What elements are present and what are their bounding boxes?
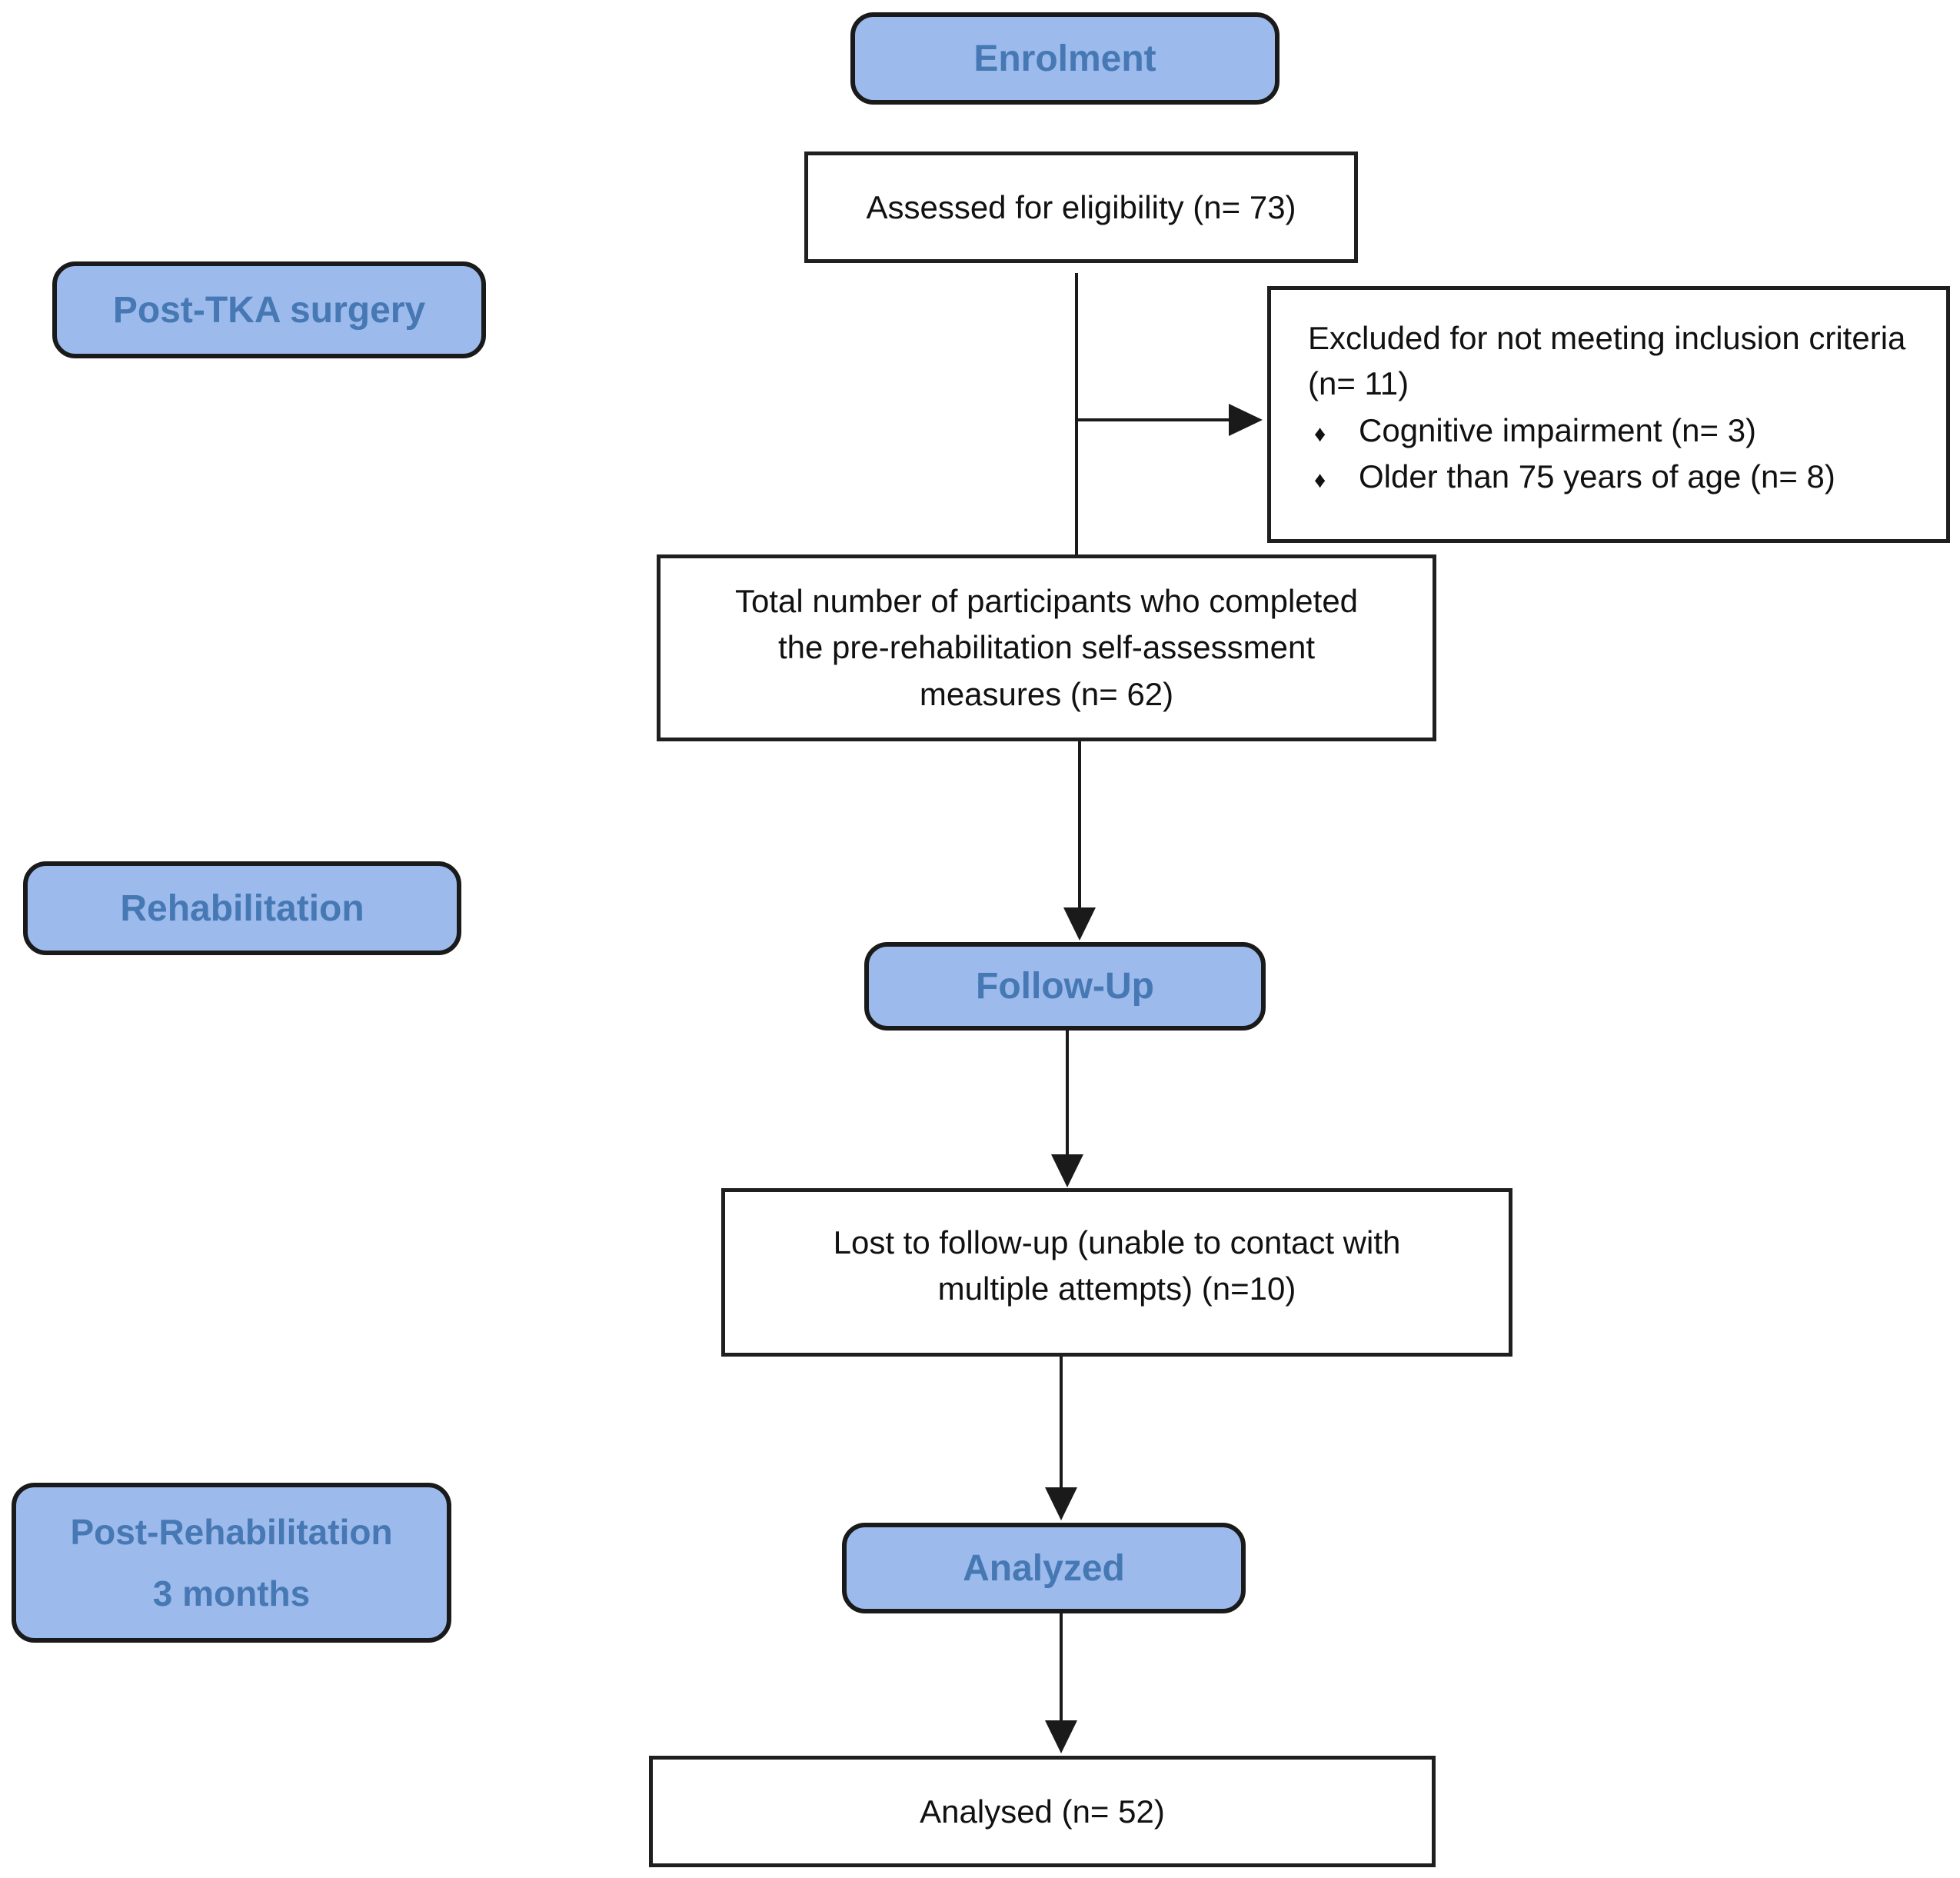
total-line-1: Total number of participants who complet… xyxy=(734,583,1359,620)
box-total-completed: Total number of participants who complet… xyxy=(657,554,1436,741)
stage-post-tka-surgery-label: Post-TKA surgery xyxy=(112,289,426,331)
excluded-item-cognitive: Cognitive impairment (n= 3) xyxy=(1359,411,1757,448)
stage-post-rehabilitation: Post-Rehabilitation 3 months xyxy=(12,1483,451,1643)
arrowhead-into-lost xyxy=(1051,1154,1083,1187)
stage-post-tka-surgery: Post-TKA surgery xyxy=(52,261,486,358)
total-line-3: measures (n= 62) xyxy=(919,675,1174,712)
stage-follow-up-label: Follow-Up xyxy=(976,966,1154,1007)
lost-to-follow-up-text: Lost to follow-up (unable to contact wit… xyxy=(834,1192,1401,1312)
connector-lost-to-analyzed-line xyxy=(1060,1357,1063,1489)
stage-enrolment: Enrolment xyxy=(850,12,1279,105)
arrowhead-into-analyzed xyxy=(1045,1487,1077,1520)
arrowhead-into-excluded xyxy=(1229,404,1263,436)
connector-analyzed-to-analysed-line xyxy=(1060,1613,1063,1722)
box-excluded: Excluded for not meeting inclusion crite… xyxy=(1267,286,1950,543)
excluded-item-older: Older than 75 years of age (n= 8) xyxy=(1359,458,1835,495)
excluded-bullet-row: ♦ Older than 75 years of age (n= 8) xyxy=(1308,455,1923,500)
connector-followup-to-lost-line xyxy=(1066,1031,1069,1156)
box-analysed: Analysed (n= 52) xyxy=(649,1756,1436,1867)
stage-analyzed: Analyzed xyxy=(842,1523,1246,1613)
box-lost-to-follow-up: Lost to follow-up (unable to contact wit… xyxy=(721,1188,1512,1357)
total-completed-text: Total number of participants who complet… xyxy=(735,578,1358,717)
total-line-2: the pre-rehabilitation self-assessment xyxy=(777,629,1315,666)
connector-branch-to-excluded-line xyxy=(1077,418,1232,421)
stage-rehabilitation-label: Rehabilitation xyxy=(120,887,364,929)
lost-line-1: Lost to follow-up (unable to contact wit… xyxy=(833,1224,1401,1260)
excluded-bullet-row: ♦ Cognitive impairment (n= 3) xyxy=(1308,408,1923,454)
stage-analyzed-label: Analyzed xyxy=(963,1547,1125,1589)
connector-total-to-followup-line xyxy=(1078,741,1081,909)
arrowhead-into-analysed xyxy=(1045,1720,1077,1753)
diamond-bullet-icon: ♦ xyxy=(1314,421,1326,447)
excluded-header-text: Excluded for not meeting inclusion crite… xyxy=(1308,320,1906,401)
assessed-text: Assessed for eligibility (n= 73) xyxy=(866,188,1296,225)
excluded-content: Excluded for not meeting inclusion crite… xyxy=(1271,290,1946,539)
stage-post-rehabilitation-label-line1: Post-Rehabilitation xyxy=(70,1511,393,1552)
stage-rehabilitation: Rehabilitation xyxy=(23,861,461,955)
box-assessed-for-eligibility: Assessed for eligibility (n= 73) xyxy=(804,152,1358,263)
stage-follow-up: Follow-Up xyxy=(864,942,1266,1031)
stage-enrolment-label: Enrolment xyxy=(973,38,1156,79)
analysed-text: Analysed (n= 52) xyxy=(920,1793,1165,1830)
diamond-bullet-icon: ♦ xyxy=(1314,468,1326,494)
arrowhead-into-followup xyxy=(1063,907,1096,941)
lost-line-2: multiple attempts) (n=10) xyxy=(937,1270,1296,1307)
stage-post-rehabilitation-label-line2: 3 months xyxy=(152,1573,311,1613)
connector-assessed-to-total-line xyxy=(1075,273,1078,554)
